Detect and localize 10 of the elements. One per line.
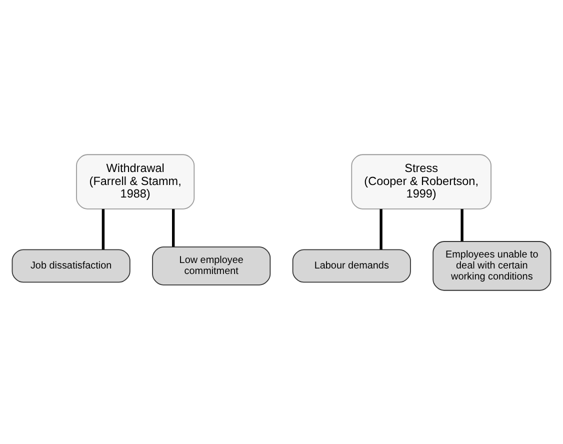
node-box: Job dissatisfaction: [12, 248, 130, 282]
node-box: Stress (Cooper & Robertson, 1999): [351, 154, 492, 209]
node-box: Low employee commitment: [152, 246, 271, 285]
connector: [102, 208, 105, 250]
connector: [380, 208, 382, 250]
connector: [460, 208, 464, 241]
connector: [172, 208, 175, 246]
node-box: Withdrawal (Farrell & Stamm, 1988): [76, 154, 195, 209]
node-box: Employees unable to deal with certain working conditions: [432, 240, 552, 290]
node-box: Labour demands: [292, 248, 411, 282]
